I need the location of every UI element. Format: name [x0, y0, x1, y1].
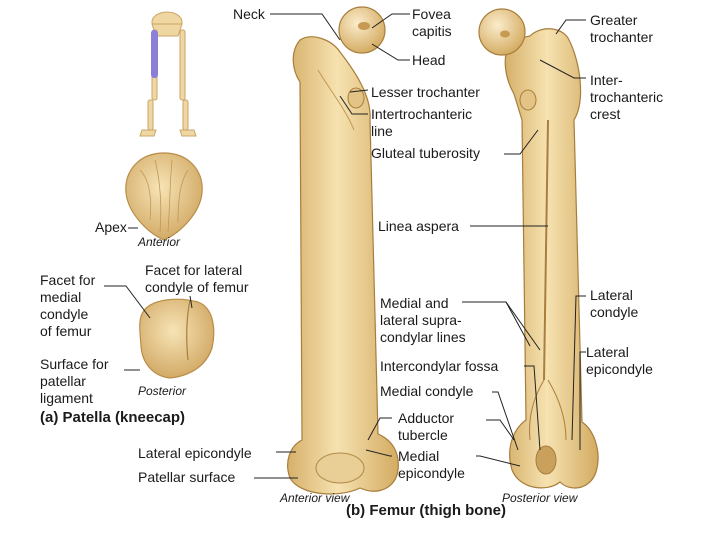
- label-lesser-trochanter: Lesser trochanter: [371, 84, 480, 100]
- label-medial-condyle: Medial condyle: [380, 383, 474, 399]
- label-fovea-capitis: Fovea capitis: [412, 6, 452, 39]
- label-lateral-epicondyle-posterior: Lateral epicondyle: [586, 344, 653, 377]
- label-lateral-condyle: Lateral condyle: [590, 287, 639, 320]
- patella-ridge: [186, 299, 191, 361]
- label-supracondylar-lines: Medial and lateral supra- condylar lines: [380, 295, 466, 345]
- label-apex: Apex: [95, 219, 127, 235]
- highlighted-femur-icon: [151, 30, 158, 78]
- caption-anterior-view: Anterior view: [280, 491, 350, 505]
- label-linea-aspera: Linea aspera: [378, 218, 459, 234]
- label-patellar-surface: Patellar surface: [138, 469, 236, 485]
- skeleton-icon: [139, 11, 197, 137]
- label-intertrochanteric-line: Intertrochanteric line: [371, 106, 473, 139]
- label-head: Head: [412, 52, 446, 68]
- femur-anterior-illustration: [287, 6, 399, 495]
- label-gluteal-tuberosity: Gluteal tuberosity: [371, 145, 480, 161]
- label-intercondylar-fossa: Intercondylar fossa: [380, 358, 499, 374]
- label-facet-lateral: Facet for lateral condyle of femur: [145, 262, 249, 295]
- patella-anterior-illustration: [125, 152, 203, 241]
- caption-anterior: Anterior: [138, 235, 181, 249]
- label-neck: Neck: [233, 6, 265, 22]
- label-intertrochanteric-crest: Inter- trochanteric crest: [590, 72, 664, 122]
- patella-texture: [139, 159, 189, 233]
- femur-title: (b) Femur (thigh bone): [346, 502, 506, 519]
- leader-lines: [104, 13, 586, 479]
- label-surface-patellar-ligament: Surface for patellar ligament: [40, 356, 109, 406]
- caption-posterior: Posterior: [138, 384, 187, 398]
- label-adductor-tubercle: Adductor tubercle: [398, 410, 455, 443]
- patella-posterior-illustration: [139, 298, 215, 379]
- label-medial-epicondyle: Medial epicondyle: [398, 448, 465, 481]
- label-greater-trochanter: Greater trochanter: [590, 12, 654, 45]
- label-lateral-epicondyle-anterior: Lateral epicondyle: [138, 445, 252, 461]
- patella-title: (a) Patella (kneecap): [40, 409, 186, 426]
- label-facet-medial: Facet for medial condyle of femur: [40, 272, 96, 339]
- caption-posterior-view: Posterior view: [502, 491, 578, 505]
